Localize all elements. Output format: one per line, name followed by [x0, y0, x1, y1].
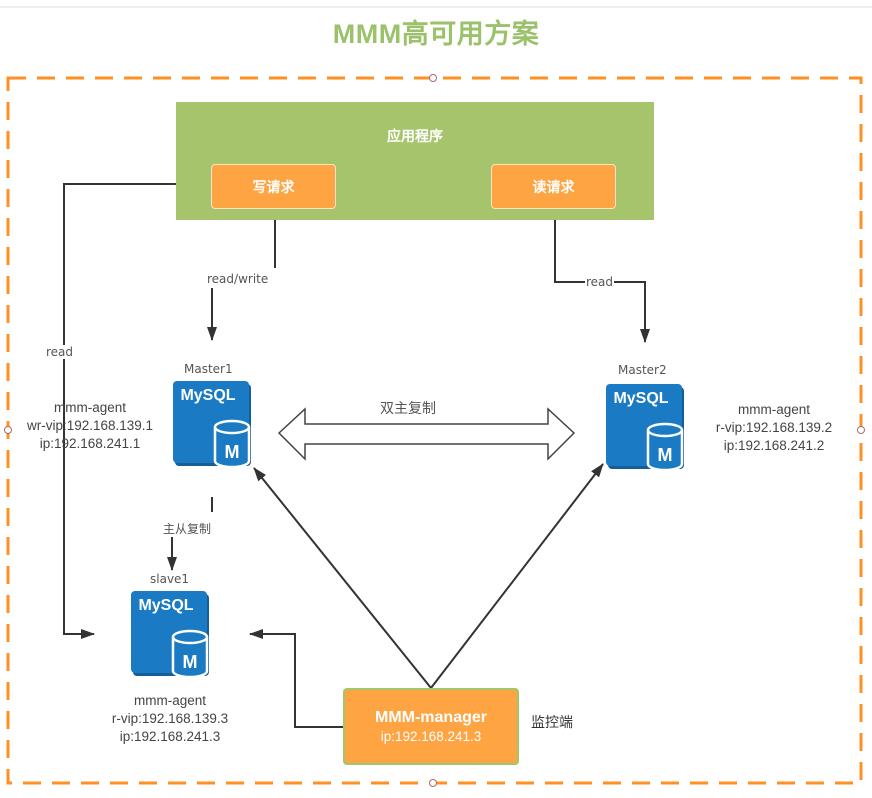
slave1-badge: M [183, 652, 198, 672]
write-request-box[interactable]: 写请求 [211, 164, 336, 209]
edge-label-read-right: read [585, 275, 615, 289]
frame-handle-bottom[interactable] [429, 779, 437, 787]
master1-agent: mmm-agent [53, 400, 126, 415]
mmm-manager-box[interactable]: MMM-manager ip:192.168.241.3 [343, 688, 519, 765]
mysql-logo-text: MySQL [180, 387, 236, 404]
slave1-agent: mmm-agent [133, 693, 206, 708]
frame-handle-right[interactable] [857, 426, 865, 434]
slave1-agent-info: mmm-agent r-vip:192.168.139.3 ip:192.168… [94, 692, 246, 746]
slave1-ip: ip:192.168.241.3 [119, 729, 221, 744]
master2-agent-info: mmm-agent r-vip:192.168.139.2 ip:192.168… [698, 401, 850, 455]
master2-ip: ip:192.168.241.2 [723, 438, 825, 453]
master1-mysql-icon[interactable]: MySQL M [173, 381, 253, 469]
mysql-logo-text: MySQL [613, 390, 669, 407]
top-divider [0, 6, 872, 8]
manager-ip: ip:192.168.241.3 [380, 729, 482, 744]
dual-master-arrow [277, 407, 576, 461]
frame-handle-left[interactable] [4, 426, 12, 434]
read-request-box[interactable]: 读请求 [491, 164, 616, 209]
edge-manager-to-master1 [253, 467, 432, 689]
edge-label-read-left: read [46, 345, 74, 359]
database-cylinder-icon: M [171, 629, 209, 679]
master2-mysql-icon[interactable]: MySQL M [606, 384, 686, 472]
frame-handle-top[interactable] [429, 74, 437, 82]
diagram-title: MMM高可用方案 [332, 19, 540, 49]
master2-agent: mmm-agent [737, 402, 810, 417]
edge-write-to-slave1 [63, 183, 212, 639]
database-cylinder-icon: M [646, 422, 684, 472]
mysql-logo-text: MySQL [138, 597, 194, 614]
manager-name: MMM-manager [374, 709, 487, 726]
edge-label-dual-master: 双主复制 [380, 401, 436, 417]
application-box: 应用程序 写请求 读请求 [176, 102, 654, 220]
database-cylinder-icon: M [213, 419, 251, 469]
slave1-mysql-icon[interactable]: MySQL M [131, 591, 211, 679]
edge-label-master-slave: 主从复制 [163, 520, 212, 537]
master1-ip: ip:192.168.241.1 [39, 436, 141, 451]
master1-label: Master1 [184, 362, 233, 376]
master1-vip: wr-vip:192.168.139.1 [26, 418, 154, 433]
master1-badge: M [225, 442, 240, 462]
manager-role-label: 监控端 [531, 715, 573, 731]
slave1-label: slave1 [150, 572, 190, 586]
edge-label-read-write: read/write [207, 272, 269, 286]
edge-manager-to-slave1 [249, 629, 343, 728]
slave1-vip: r-vip:192.168.139.3 [111, 711, 229, 726]
application-title: 应用程序 [387, 129, 443, 145]
edge-manager-to-master2 [430, 463, 604, 689]
master2-vip: r-vip:192.168.139.2 [715, 420, 833, 435]
master1-agent-info: mmm-agent wr-vip:192.168.139.1 ip:192.16… [14, 399, 166, 453]
master2-label: Master2 [618, 363, 667, 377]
master2-badge: M [658, 445, 673, 465]
